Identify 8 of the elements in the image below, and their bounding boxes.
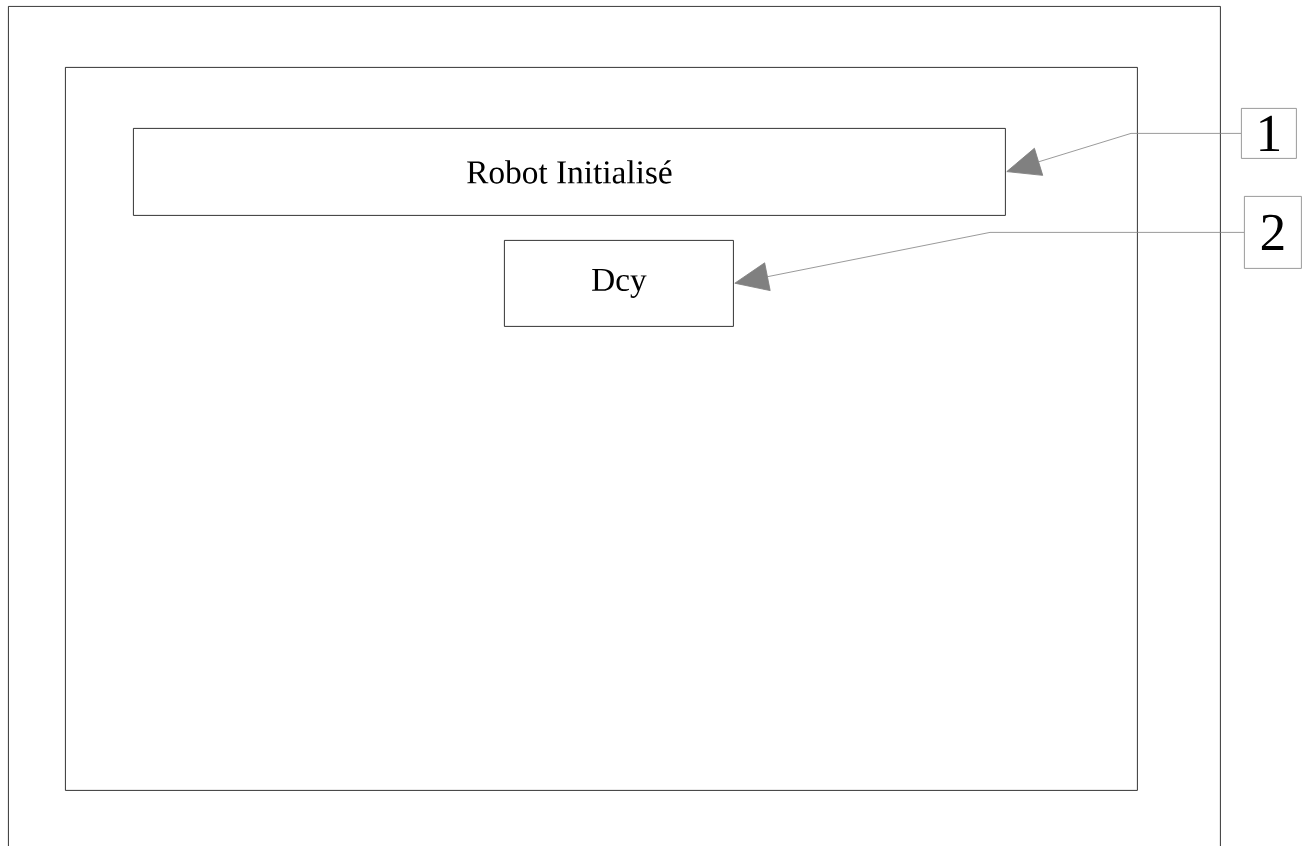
callout-number: 1 (1241, 108, 1297, 159)
leader-line (1006, 133, 1242, 176)
frame-box (8, 6, 1221, 846)
state-box: Robot Initialisé (133, 128, 1006, 216)
frame-box (65, 67, 1138, 791)
state-box: Dcy (504, 240, 734, 327)
leader-line (734, 232, 1245, 291)
callout-number: 2 (1244, 196, 1302, 269)
